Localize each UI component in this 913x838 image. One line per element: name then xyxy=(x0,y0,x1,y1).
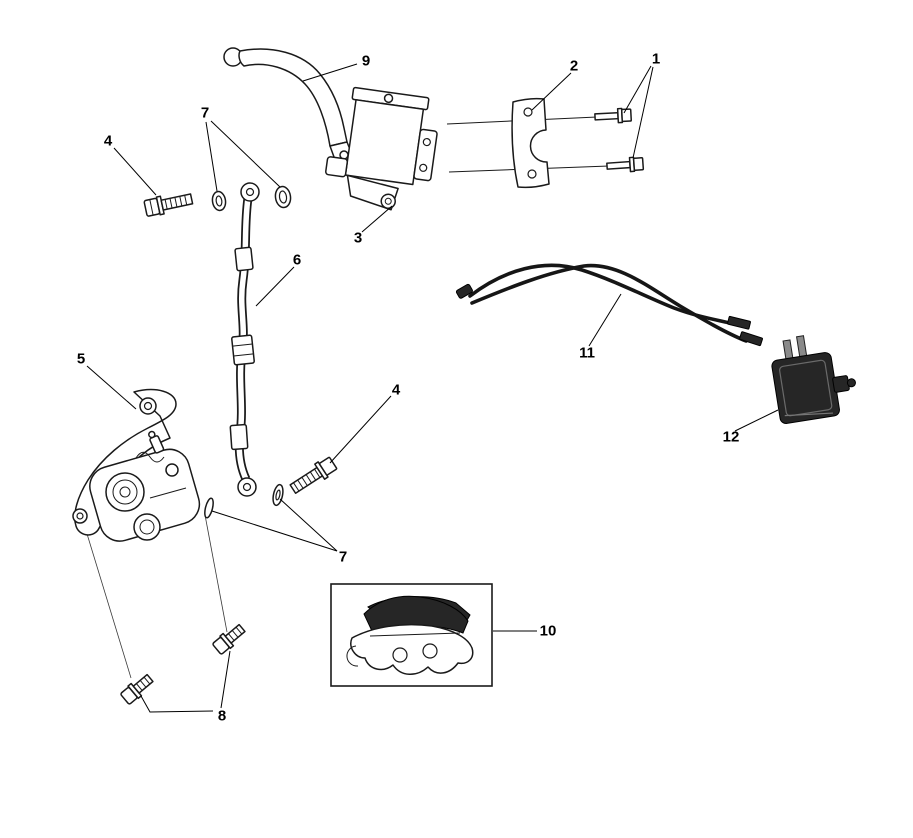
callout-sealing-washers-upper: 7 xyxy=(200,104,210,122)
callout-brake-hose: 6 xyxy=(292,251,302,269)
brake-light-switch xyxy=(771,335,856,424)
callout-clamp-bolts: 1 xyxy=(651,50,661,68)
sealing-washers-upper xyxy=(211,185,292,212)
leader-lines xyxy=(86,63,779,713)
callout-caliper-mount-bolts: 8 xyxy=(217,707,227,725)
banjo-bolt-lower xyxy=(289,456,338,495)
callout-brake-light-switch: 12 xyxy=(722,428,740,446)
callout-brake-pads: 10 xyxy=(539,622,557,640)
handlebar-clamp xyxy=(446,97,610,189)
callout-banjo-bolt-upper: 4 xyxy=(103,132,113,150)
brake-hose xyxy=(229,182,260,497)
brake-caliper xyxy=(72,388,201,542)
banjo-bolt-upper xyxy=(143,193,194,217)
callout-brake-lever: 9 xyxy=(361,52,371,70)
master-cylinder xyxy=(325,86,438,211)
callout-handlebar-clamp: 2 xyxy=(569,57,579,75)
callout-master-cylinder: 3 xyxy=(353,229,363,247)
brake-switch-wire xyxy=(455,263,763,347)
sealing-washers-lower xyxy=(204,483,284,519)
brake-lever xyxy=(223,47,356,169)
clamp-bolts xyxy=(594,107,645,173)
callout-sealing-washers-lower: 7 xyxy=(338,548,348,566)
callout-banjo-bolt-lower: 4 xyxy=(391,381,401,399)
caliper-mount-bolts xyxy=(120,623,246,705)
callout-brake-caliper: 5 xyxy=(76,350,86,368)
callout-brake-switch-wire: 11 xyxy=(579,344,595,362)
assembly-axis-lines xyxy=(83,514,228,679)
brake-pads xyxy=(330,583,493,687)
